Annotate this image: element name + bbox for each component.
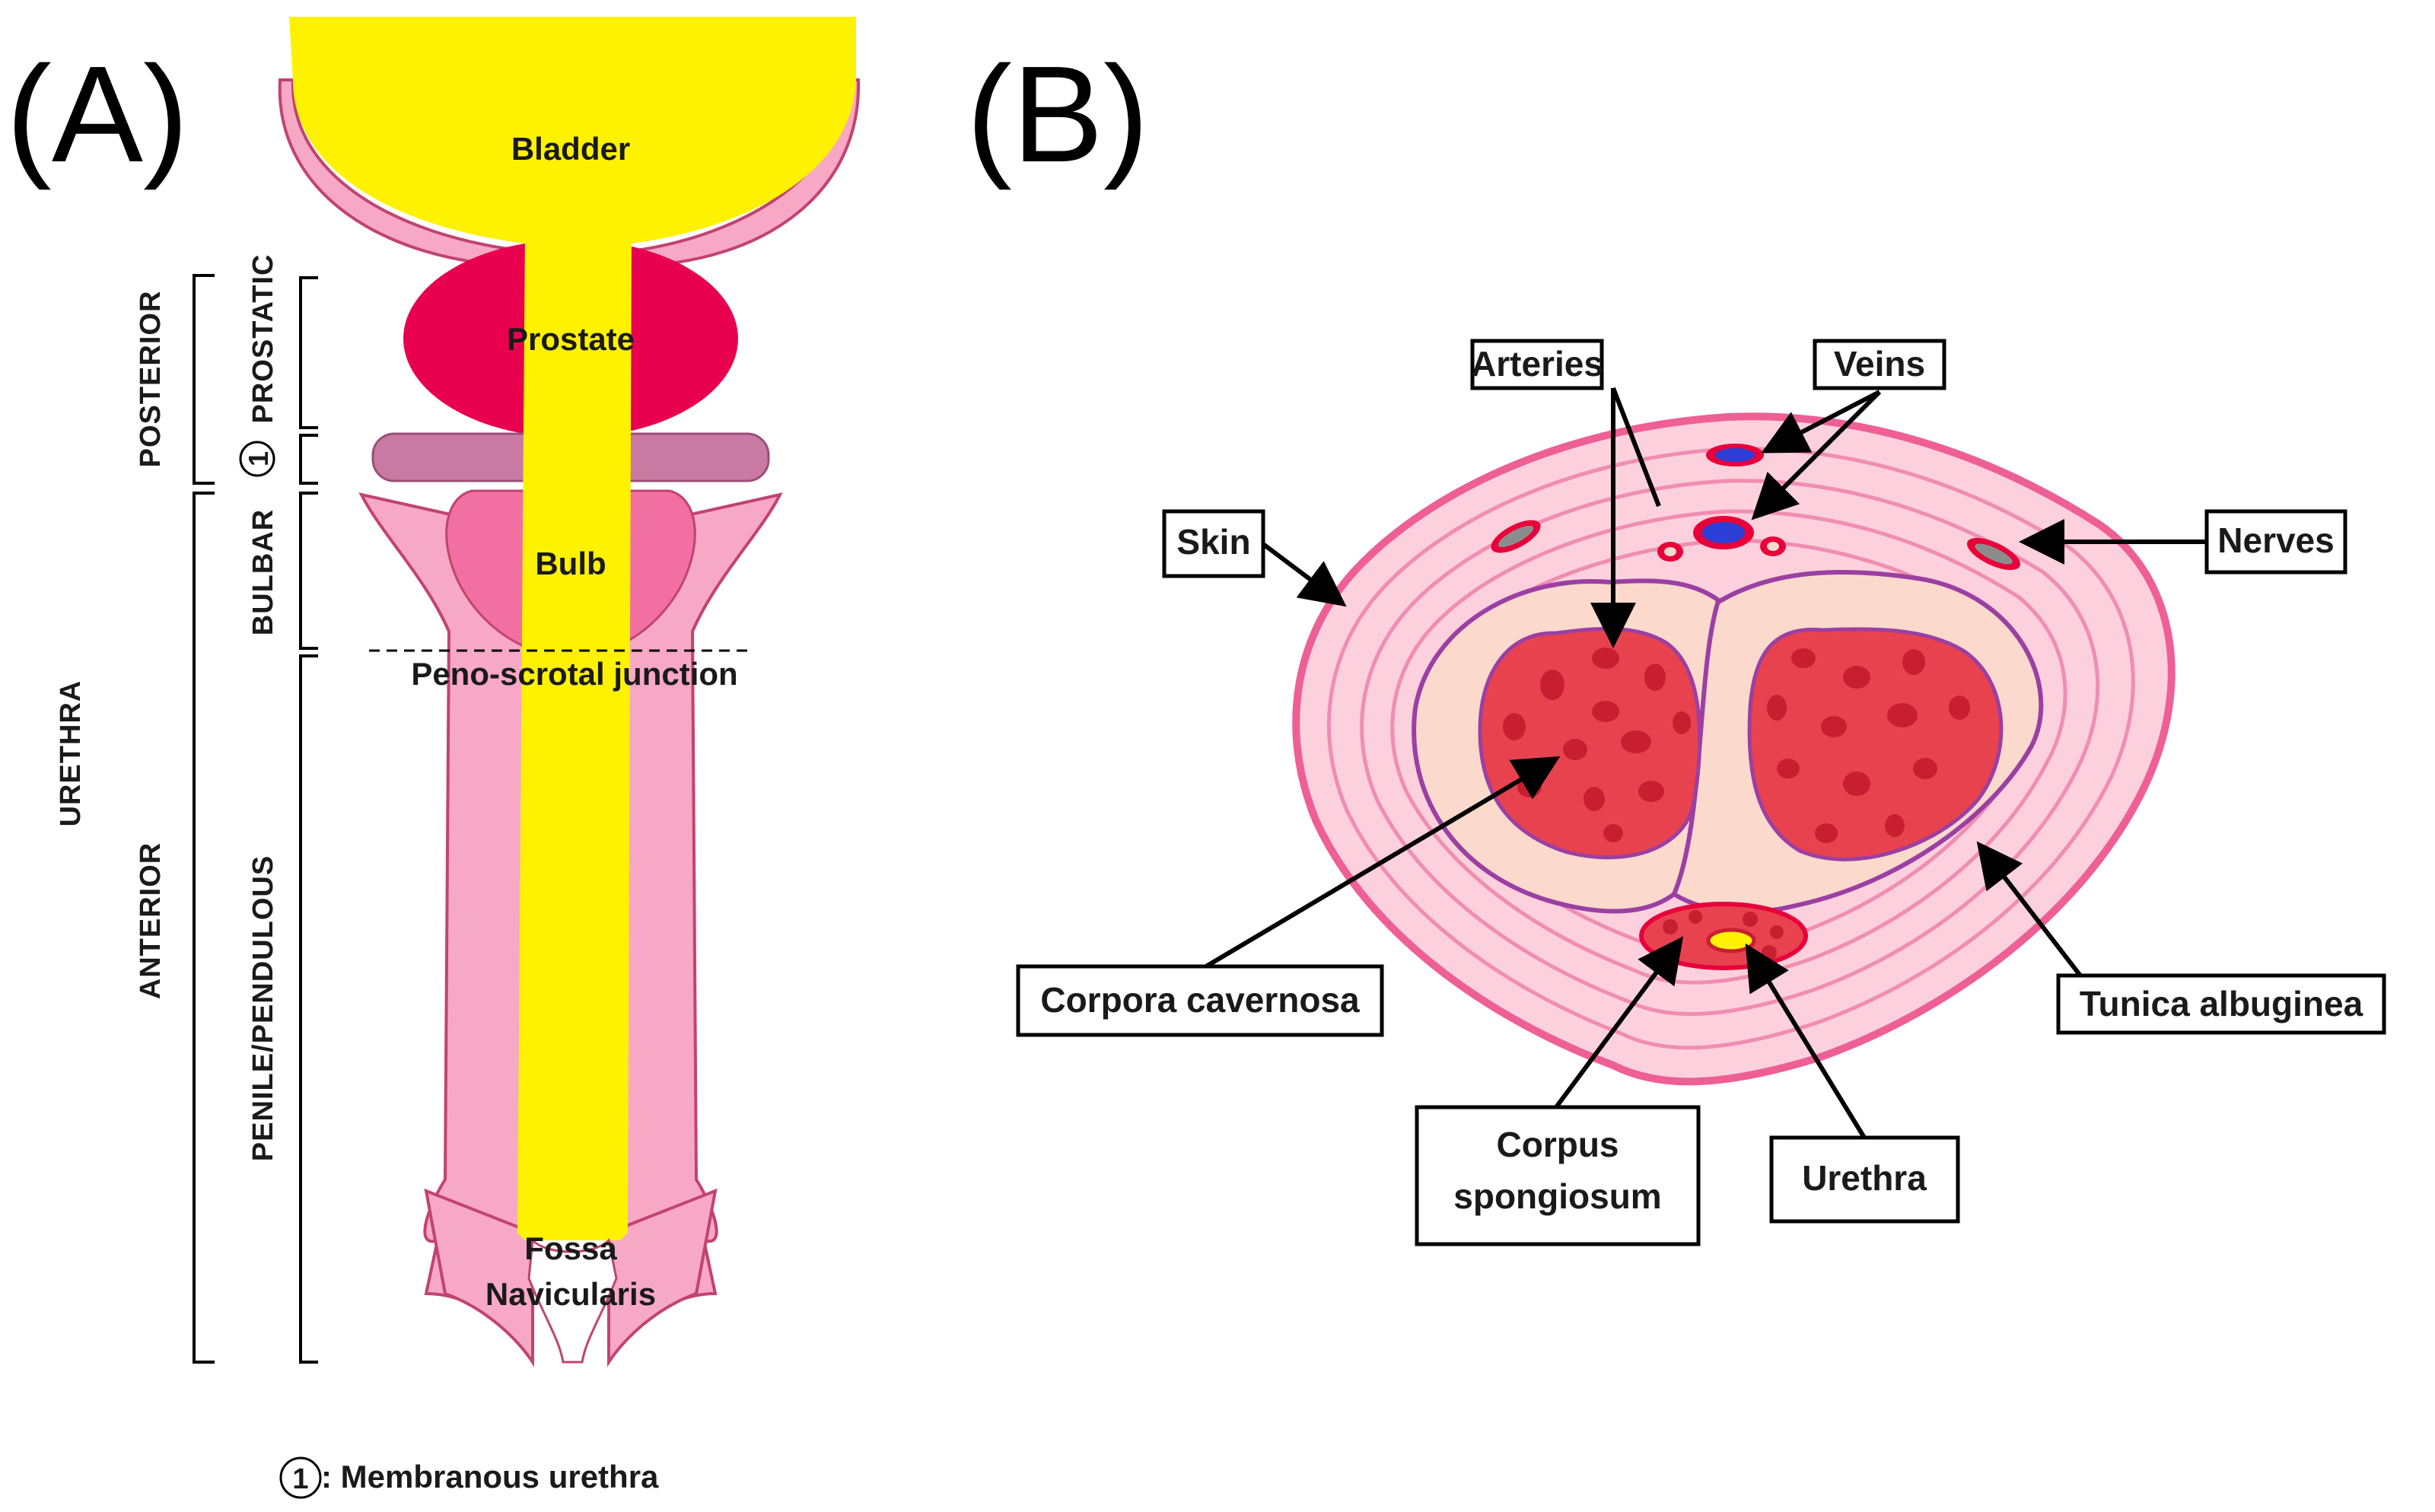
corpus-spongiosum-callout: Corpus spongiosum: [1415, 1105, 1701, 1246]
corpora-cavernosa-callout: Corpora cavernosa: [1016, 964, 1384, 1037]
arteries-callout: Arteries: [1470, 339, 1604, 390]
pointer-lines: [1205, 387, 2207, 1139]
nerve-left: [1491, 520, 1541, 553]
nerve-right: [1966, 537, 2021, 571]
deep-dorsal-vein: [1693, 516, 1754, 549]
fossa-label-line1: Fossa: [524, 1230, 617, 1266]
skin-layer-3: [1390, 509, 2067, 985]
anterior-label: ANTERIOR: [135, 842, 167, 999]
prostate-label: Prostate: [507, 321, 635, 357]
urethra-callout: Urethra: [1769, 1135, 1960, 1224]
skin-layer-2: [1360, 479, 2100, 1017]
posterior-bracket: [193, 274, 215, 485]
veins-label: Veins: [1834, 344, 1925, 384]
dorsal-artery-right: [1760, 536, 1786, 556]
bulbar-bracket: [299, 492, 318, 650]
footnote: 1 : Membranous urethra: [279, 1456, 659, 1499]
nerves-callout: Nerves: [2204, 509, 2347, 575]
arteries-label: Arteries: [1471, 344, 1603, 384]
glans-left: [424, 1188, 534, 1367]
prostatic-label: PROSTATIC: [247, 254, 279, 424]
membranous-marker-number: 1: [243, 451, 274, 466]
footnote-marker: 1: [292, 1463, 308, 1495]
dorsal-artery-left: [1657, 542, 1683, 562]
bulbar-label: BULBAR: [247, 509, 279, 635]
corpus-spongiosum-label-line1: Corpus: [1497, 1125, 1619, 1164]
corpus-spongiosum-label-line2: spongiosum: [1453, 1176, 1661, 1216]
fossa-navicularis: [527, 1237, 618, 1364]
posterior-label: POSTERIOR: [135, 291, 167, 468]
panel-b: (B): [966, 38, 2386, 1246]
panel-a-letter: (A): [6, 38, 189, 191]
penile-pendulous-label: PENILE/PENDULOUS: [247, 855, 279, 1161]
panel-b-letter: (B): [966, 38, 1149, 191]
urethra-cross-section: [1706, 928, 1756, 953]
dorsal-vein-top: [1706, 444, 1764, 466]
glans-right: [607, 1188, 718, 1367]
prostatic-bracket: [299, 276, 318, 429]
panel-a: (A) Bladder Prostate Bulb Peno-scrotal j…: [6, 17, 861, 1499]
bladder-label: Bladder: [511, 131, 630, 167]
urethral-lumen: [517, 228, 632, 1240]
peno-scrotal-junction-label: Peno-scrotal junction: [411, 656, 737, 692]
corpus-cavernosum-left: [1478, 626, 1702, 860]
fossa-label-line2: Navicularis: [485, 1276, 656, 1312]
bladder: [289, 17, 856, 244]
urethra-label-b: Urethra: [1802, 1158, 1927, 1198]
skin-callout: Skin: [1162, 509, 1265, 578]
membranous-marker: 1: [239, 441, 275, 477]
skin-label: Skin: [1176, 522, 1250, 562]
anterior-bracket: [193, 492, 215, 1364]
tunica-albuginea-callout: Tunica albuginea: [2056, 973, 2386, 1035]
nerves-label: Nerves: [2217, 520, 2334, 560]
membranous-bracket: [299, 434, 318, 485]
tunica-albuginea-label: Tunica albuginea: [2080, 984, 2363, 1023]
bulb-label: Bulb: [535, 546, 606, 581]
skin-layer-1: [1326, 447, 2135, 1050]
corpora-cavernosa-label: Corpora cavernosa: [1040, 980, 1360, 1020]
cavernosa-sinuses: [1503, 648, 1970, 843]
veins-callout: Veins: [1813, 339, 1946, 390]
corpus-cavernosum-right: [1747, 627, 2004, 861]
urethra-label: URETHRA: [55, 680, 87, 827]
footnote-text: : Membranous urethra: [321, 1459, 659, 1494]
penile-bracket: [299, 654, 318, 1364]
